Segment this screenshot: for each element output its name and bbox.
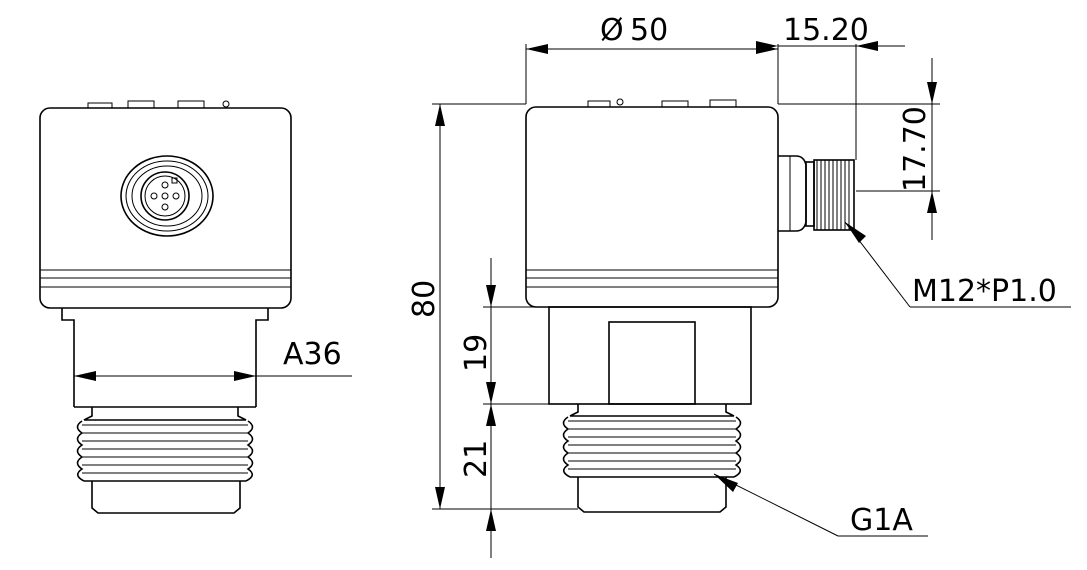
label-diameter-symbol: Ø bbox=[600, 13, 624, 48]
label-process-thread: G1A bbox=[850, 503, 913, 538]
leader-connector-thread: M12*P1.0 bbox=[844, 221, 1071, 309]
label-hex-height: 19 bbox=[459, 334, 494, 372]
dimension-diameter: Ø 50 bbox=[525, 13, 779, 104]
dimension-hex-height: 19 bbox=[459, 258, 549, 405]
dimension-a36: A36 bbox=[74, 337, 352, 381]
label-connector-height: 17.70 bbox=[898, 106, 933, 192]
dimension-total-height: 80 bbox=[407, 103, 578, 510]
side-view bbox=[525, 98, 855, 513]
front-view bbox=[39, 100, 292, 514]
dimension-connector-offset: 15.20 bbox=[756, 13, 905, 160]
label-connector-thread: M12*P1.0 bbox=[912, 274, 1057, 309]
dimension-connector-height: 17.70 bbox=[778, 58, 940, 240]
leader-process-thread: G1A bbox=[713, 473, 928, 538]
label-connector-offset: 15.20 bbox=[783, 13, 869, 48]
label-thread-length: 21 bbox=[459, 440, 494, 478]
label-hex-across-flats: A36 bbox=[283, 337, 342, 372]
dimension-thread-length: 21 bbox=[459, 404, 496, 558]
label-total-height: 80 bbox=[407, 280, 442, 318]
label-diameter-value: 50 bbox=[630, 13, 668, 48]
